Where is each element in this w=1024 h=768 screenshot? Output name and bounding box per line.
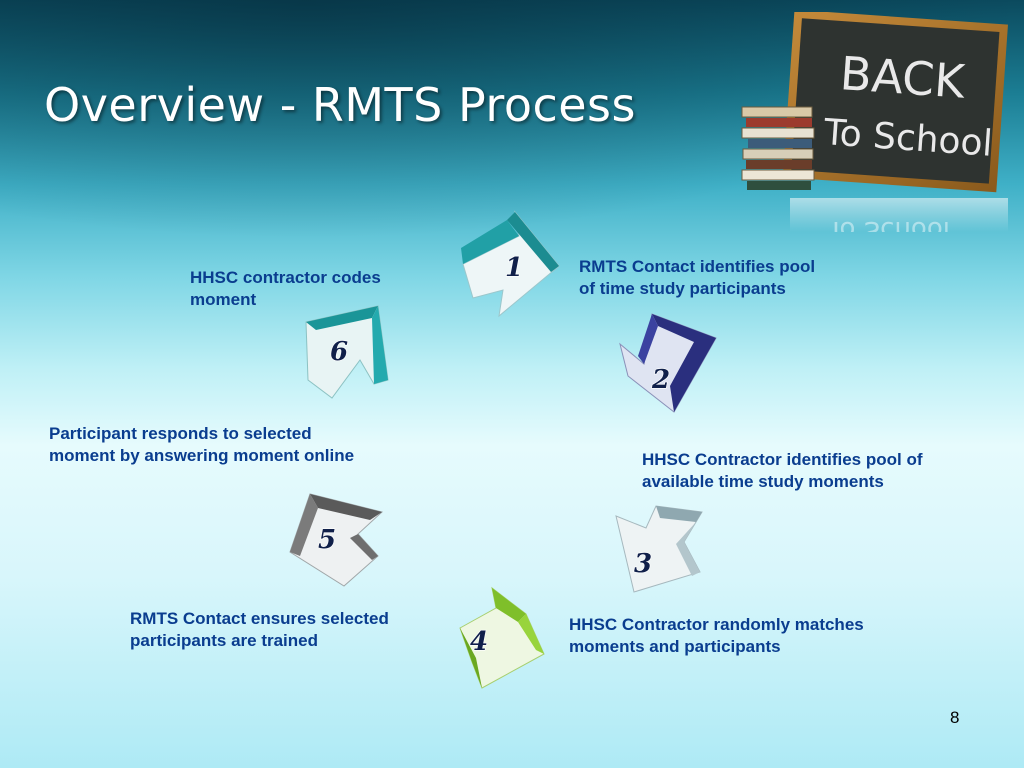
step-6-arrow-icon: 6 [302,304,394,400]
step-4-line-2: participants are trained [130,631,319,650]
step-1-line-1: RMTS Contact identifies pool [579,257,816,276]
step-4-line-1: RMTS Contact ensures selected [130,609,389,628]
step-5-line-1: Participant responds to selected [49,424,312,443]
step-2-line-2: available time study moments [642,472,884,491]
slide-title: Overview - RMTS Process [44,78,636,132]
step-1-text: RMTS Contact identifies pool of time stu… [579,256,815,300]
book-stack [741,106,815,190]
step-1-arrow-icon: 1 [455,210,565,318]
step-3-line-2: moments and participants [569,637,781,656]
step-6-text: HHSC contractor codes moment [190,267,381,311]
step-2-line-1: HHSC Contractor identifies pool of [642,450,923,469]
step-2-number: 2 [651,365,670,395]
step-3-text: HHSC Contractor randomly matches moments… [569,614,864,658]
step-3-arrow-icon: 3 [612,502,708,598]
step-6-line-2: moment [190,290,257,309]
step-5-text: Participant responds to selected moment … [49,423,354,467]
page-number: 8 [950,708,960,727]
step-5-line-2: moment by answering moment online [49,446,355,465]
step-3-number: 3 [634,549,652,579]
step-2-text: HHSC Contractor identifies pool of avail… [642,449,923,493]
step-5-arrow-icon: 5 [286,490,386,590]
step-1-number: 1 [505,253,523,283]
step-4-text: RMTS Contact ensures selected participan… [130,608,389,652]
step-4-arrow-icon: 4 [456,586,548,690]
step-5-number: 5 [318,525,336,555]
step-6-line-1: HHSC contractor codes [190,268,381,287]
back-to-school-image: BACK To School To School [741,12,1008,232]
blackboard-reflection: To School [827,215,950,232]
step-2-arrow-icon: 2 [618,312,722,416]
step-3-line-1: HHSC Contractor randomly matches [569,615,864,634]
step-6-number: 6 [330,337,348,367]
blackboard-text-back: BACK [838,46,968,109]
step-4-number: 4 [470,627,488,657]
step-1-line-2: of time study participants [579,279,786,298]
